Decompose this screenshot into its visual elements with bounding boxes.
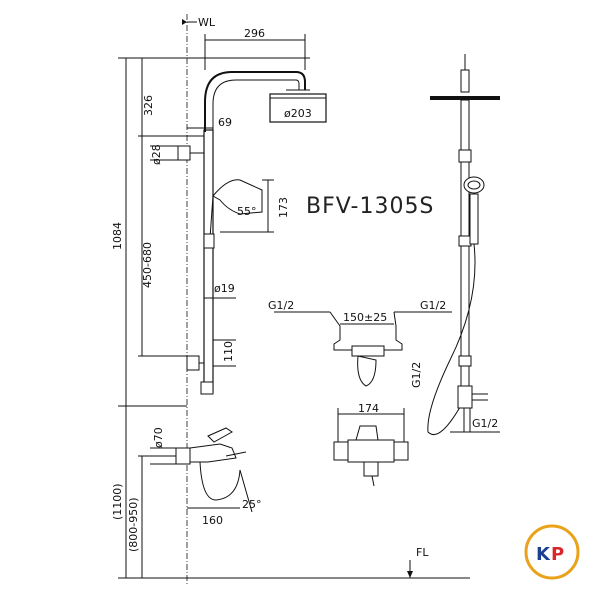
wall-line-label: WL bbox=[198, 16, 216, 29]
mixer-front-view: G1/2 G1/2 150±25 174 bbox=[268, 299, 452, 487]
rail-diameter-label: ø19 bbox=[214, 282, 235, 295]
install-range-label: (800-950) bbox=[127, 497, 140, 552]
thread-left-label: G1/2 bbox=[268, 299, 294, 312]
lower-offset-label: 110 bbox=[222, 341, 235, 362]
diverter-connector bbox=[200, 381, 214, 395]
slide-holder bbox=[203, 233, 215, 249]
side-view: WL FL ø203 296 69 ø28 bbox=[111, 14, 470, 586]
lower-wall-bracket bbox=[186, 355, 200, 371]
front-diverter bbox=[457, 385, 473, 409]
upper-wall-bracket bbox=[177, 145, 191, 161]
front-view: G1/2 G1/2 bbox=[410, 54, 500, 435]
floor-line-label: FL bbox=[416, 546, 429, 559]
shower-arm bbox=[204, 71, 306, 132]
shower-head bbox=[269, 93, 327, 123]
exposed-mixer-body bbox=[347, 439, 395, 463]
pipe-diameter-label: ø28 bbox=[150, 144, 163, 165]
center-distance-label: 150±25 bbox=[343, 311, 387, 324]
left-eccentric bbox=[333, 441, 349, 461]
mixer-lever-side bbox=[207, 427, 233, 443]
thread-side-label: G1/2 bbox=[410, 362, 423, 388]
logo-letter-k: K bbox=[536, 544, 551, 565]
riser-pipe bbox=[203, 129, 214, 393]
hand-height-label: 173 bbox=[277, 197, 290, 218]
logo-letter-p: P bbox=[551, 544, 564, 565]
logo-ring bbox=[524, 524, 580, 580]
arm-length-label: 296 bbox=[244, 27, 265, 40]
front-shower-head bbox=[430, 96, 500, 100]
top-height-label: 326 bbox=[142, 95, 155, 116]
mixer-diameter-label: ø70 bbox=[152, 427, 165, 448]
exposed-mixer-lever bbox=[355, 425, 379, 441]
spout-length-label: 160 bbox=[202, 514, 223, 527]
mixer-body-side bbox=[189, 443, 237, 463]
mixer-front-lever bbox=[357, 355, 377, 387]
hose bbox=[427, 243, 476, 435]
model-number: BFV-1305S bbox=[306, 194, 434, 219]
body-width-label: 174 bbox=[358, 402, 379, 415]
mixer-wall-flange bbox=[175, 447, 191, 465]
total-height-label: 1084 bbox=[111, 222, 124, 250]
thread-bottom-label: G1/2 bbox=[472, 417, 498, 430]
thread-right-label: G1/2 bbox=[420, 299, 446, 312]
adjust-range-label: 450-680 bbox=[141, 242, 154, 288]
hand-angle-label: 55° bbox=[237, 205, 257, 218]
brand-logo: K P bbox=[524, 524, 580, 580]
mixer-angle-label: 25° bbox=[242, 498, 262, 511]
install-height-label: (1100) bbox=[111, 483, 124, 520]
hand-shower bbox=[212, 179, 263, 215]
right-eccentric bbox=[393, 441, 409, 461]
head-diameter-label: ø203 bbox=[284, 107, 312, 120]
bracket-offset-label: 69 bbox=[218, 116, 232, 129]
